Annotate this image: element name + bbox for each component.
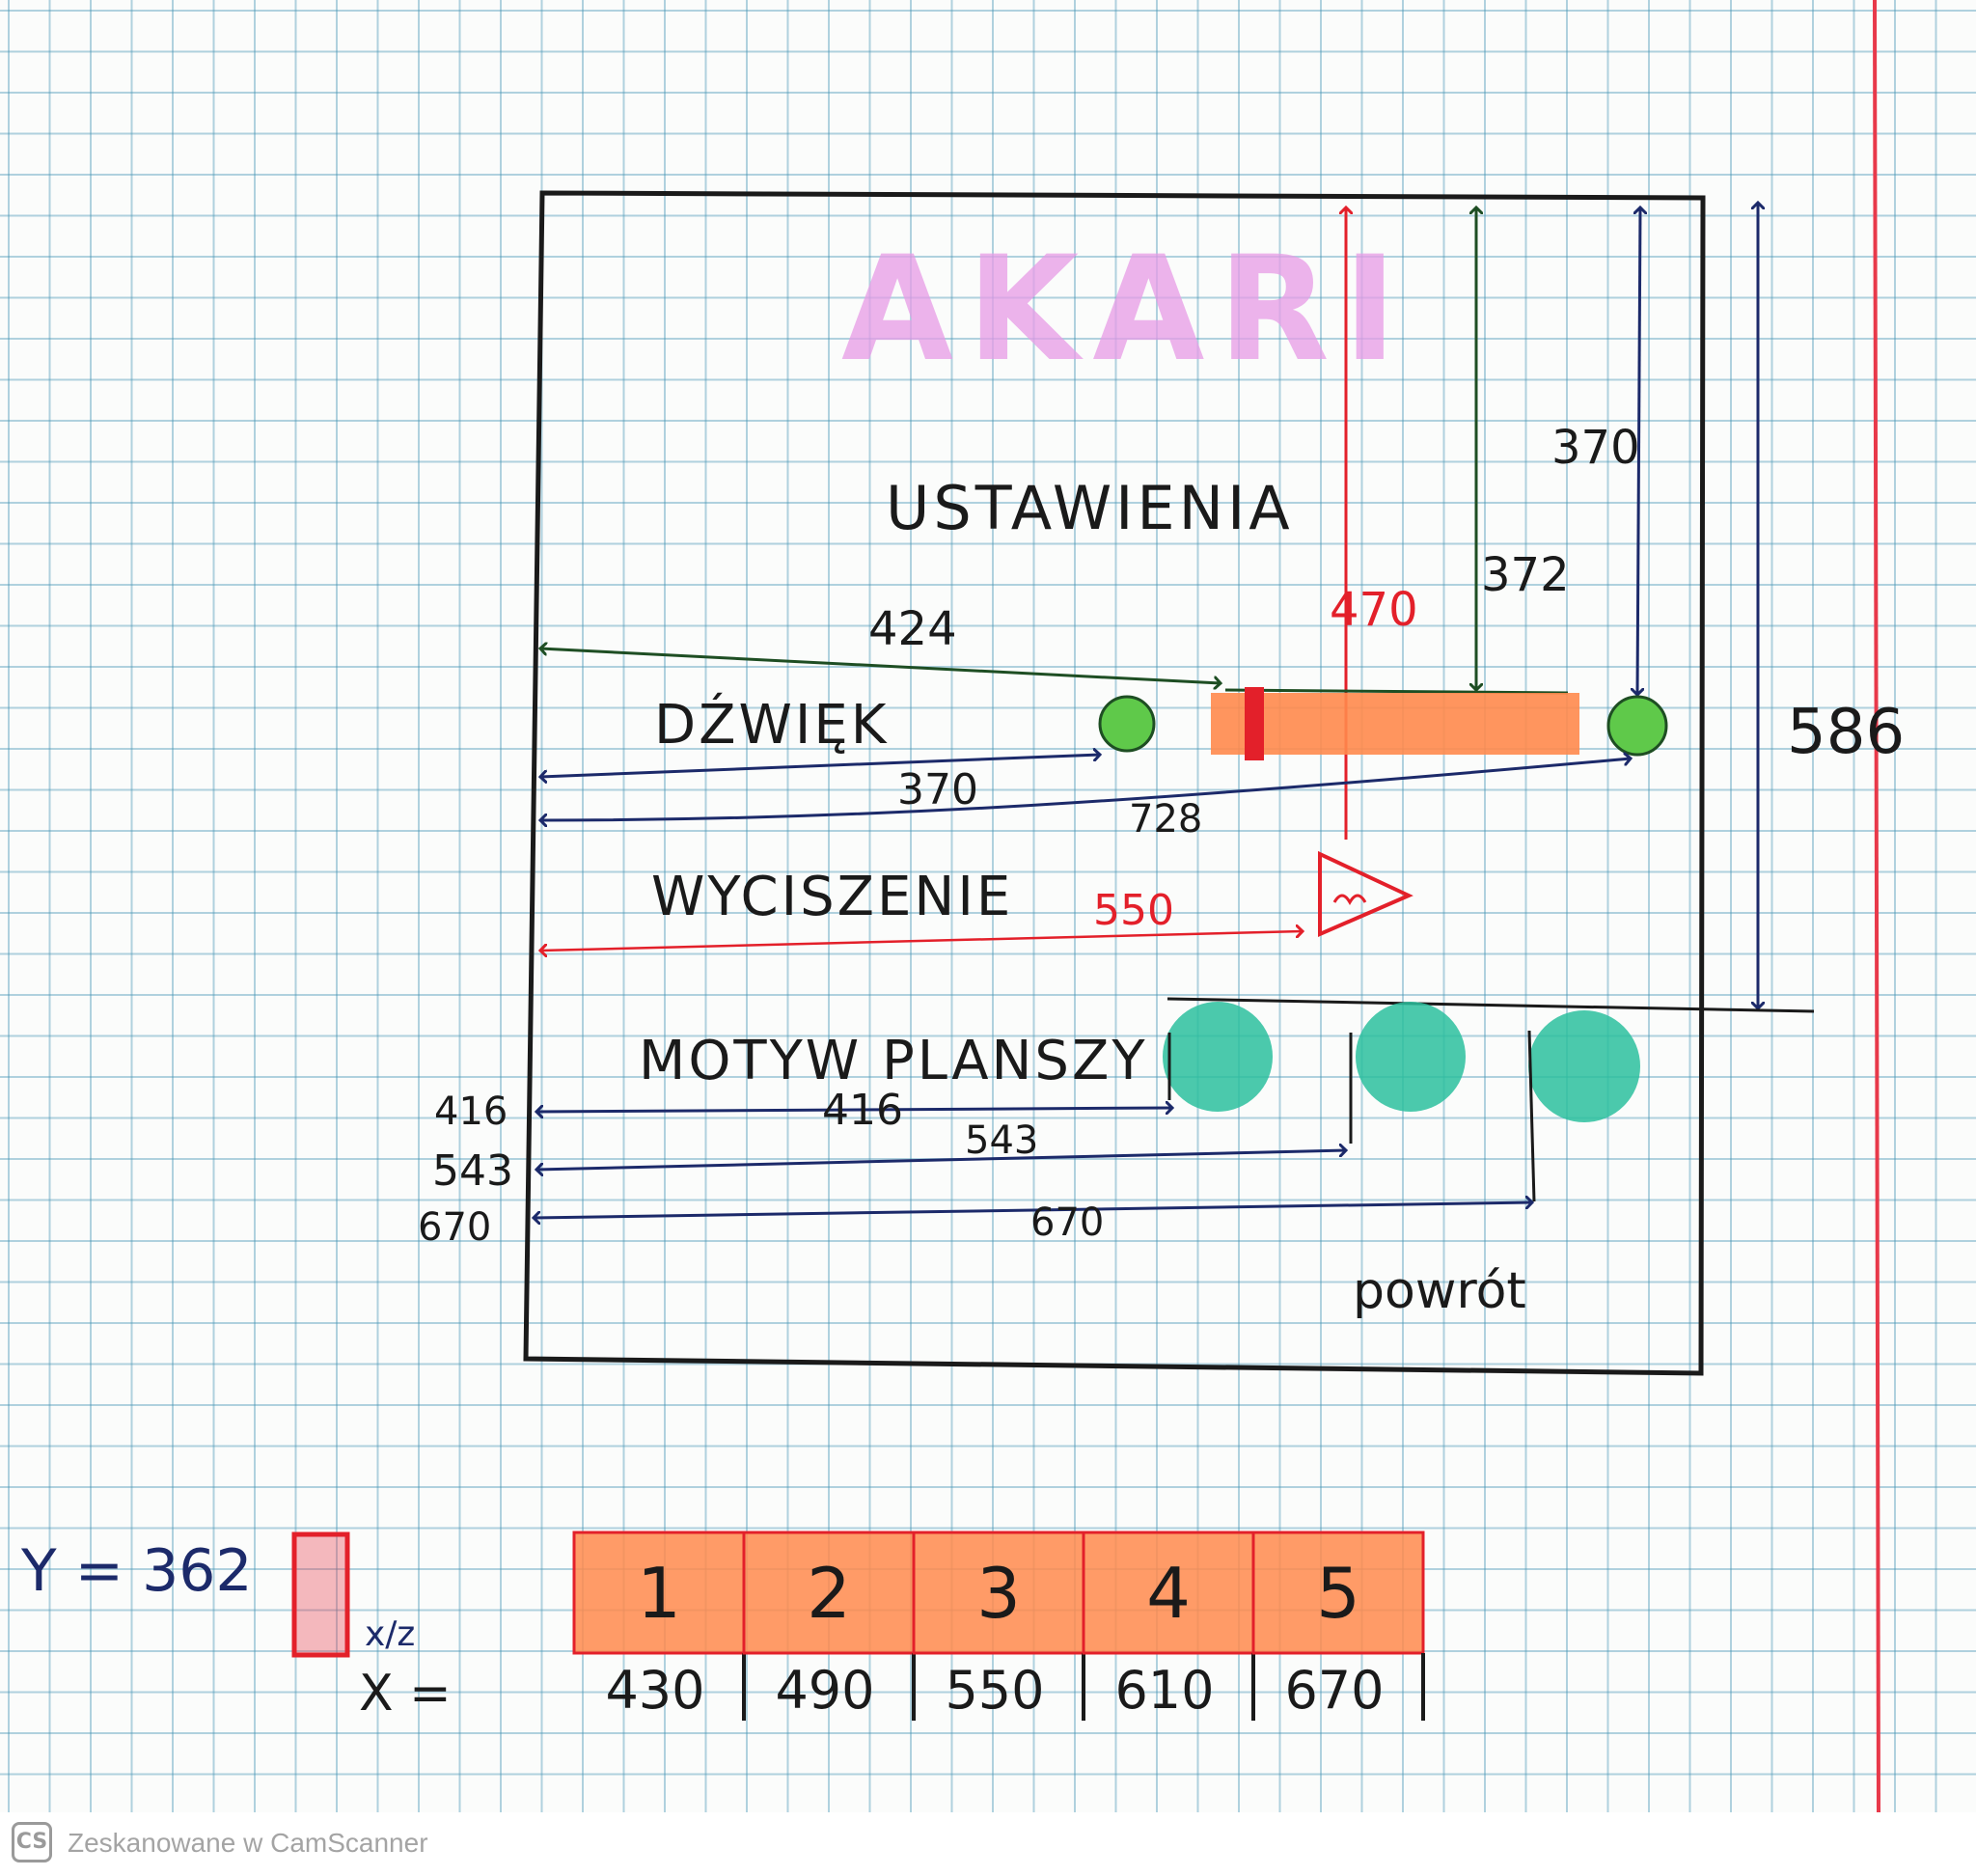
dim-left-end-label: 728 bbox=[1129, 797, 1202, 841]
logo-akari: AKARI bbox=[841, 226, 1411, 394]
slider-x-small-label: x/z bbox=[365, 1614, 415, 1654]
theme-option-3[interactable] bbox=[1528, 1010, 1640, 1122]
theme-label: MOTYW PLANSZY bbox=[639, 1030, 1148, 1092]
speaker-icon-wave bbox=[1332, 894, 1367, 906]
dim-theme-2-label: 543 bbox=[965, 1118, 1038, 1163]
slider-position-label-2: 490 bbox=[775, 1660, 874, 1721]
theme-option-2[interactable] bbox=[1356, 1002, 1466, 1112]
dim-top-row-label: 424 bbox=[868, 602, 957, 656]
dim-theme-1-left-label: 416 bbox=[434, 1090, 508, 1134]
sound-min-knob[interactable] bbox=[1098, 695, 1156, 753]
dim-left-mute-label: 550 bbox=[1093, 886, 1174, 935]
bar-top-edge bbox=[1224, 688, 1569, 695]
screen-title: USTAWIENIA bbox=[886, 473, 1294, 543]
slider-segment-number-3: 3 bbox=[976, 1553, 1021, 1634]
screen-frame bbox=[523, 190, 1706, 1376]
slider-segment-number-4: 4 bbox=[1146, 1553, 1191, 1634]
camscanner-text: Zeskanowane w CamScanner bbox=[68, 1828, 428, 1858]
dim-theme-3-label: 670 bbox=[1030, 1200, 1104, 1245]
dim-theme-2-line bbox=[536, 1150, 1346, 1170]
slider-segment-number-1: 1 bbox=[637, 1553, 681, 1634]
camscanner-logo-icon: CS bbox=[12, 1822, 52, 1862]
slider-marker-sample bbox=[291, 1531, 350, 1658]
slider-segment-number-2: 2 bbox=[807, 1553, 851, 1634]
dim-left-mute-line bbox=[540, 931, 1303, 951]
dim-height-knob-line bbox=[1637, 207, 1640, 695]
dim-left-knob-label: 370 bbox=[897, 765, 978, 814]
dim-theme-1-line bbox=[536, 1108, 1172, 1112]
dim-height-knob-label: 370 bbox=[1551, 421, 1640, 475]
dim-height-total-label: 586 bbox=[1787, 697, 1905, 768]
slider-position-label-5: 670 bbox=[1284, 1660, 1384, 1721]
back-button[interactable]: powrót bbox=[1353, 1262, 1526, 1320]
slider-segment-number-5: 5 bbox=[1316, 1553, 1360, 1634]
scan-footer: CS Zeskanowane w CamScanner bbox=[0, 1812, 1976, 1876]
slider-y-label: Y = 362 bbox=[20, 1537, 253, 1605]
theme-option-1[interactable] bbox=[1163, 1002, 1273, 1112]
sound-bar-marker[interactable] bbox=[1245, 687, 1264, 760]
dim-theme-3-left-label: 670 bbox=[418, 1205, 491, 1250]
dim-left-end-line bbox=[540, 759, 1631, 820]
speaker-icon[interactable] bbox=[1318, 850, 1413, 938]
slider-position-label-1: 430 bbox=[605, 1660, 704, 1721]
dim-height-mute-label: 470 bbox=[1330, 583, 1418, 637]
slider-position-label-3: 550 bbox=[945, 1660, 1044, 1721]
slider-segment-2 bbox=[742, 1531, 916, 1655]
slider-segment-1 bbox=[572, 1531, 746, 1655]
slider-segments: 1 430 2 490 3 550 4 610 5 670 bbox=[572, 1531, 1425, 1721]
theme-3-tick bbox=[1527, 1030, 1536, 1202]
dim-height-bar-label: 372 bbox=[1481, 548, 1570, 602]
dim-top-row-line bbox=[540, 648, 1221, 683]
dim-theme-3-line bbox=[534, 1202, 1532, 1218]
slider-segment-3 bbox=[912, 1531, 1085, 1655]
dim-theme-1-label: 416 bbox=[822, 1086, 903, 1135]
slider-segment-5 bbox=[1251, 1531, 1425, 1655]
dim-height-total-base bbox=[1166, 997, 1815, 1013]
sound-max-knob[interactable] bbox=[1606, 695, 1668, 757]
sound-volume-bar[interactable] bbox=[1211, 693, 1579, 755]
slider-position-label-4: 610 bbox=[1114, 1660, 1214, 1721]
margin-line bbox=[1873, 0, 1880, 1813]
slider-x-label: X = bbox=[359, 1665, 452, 1723]
dim-left-knob-line bbox=[540, 755, 1100, 777]
mute-label: WYCISZENIE bbox=[651, 866, 1013, 928]
sound-label: DŹWIĘK bbox=[654, 694, 889, 757]
dim-theme-2-left-label: 543 bbox=[432, 1146, 513, 1196]
